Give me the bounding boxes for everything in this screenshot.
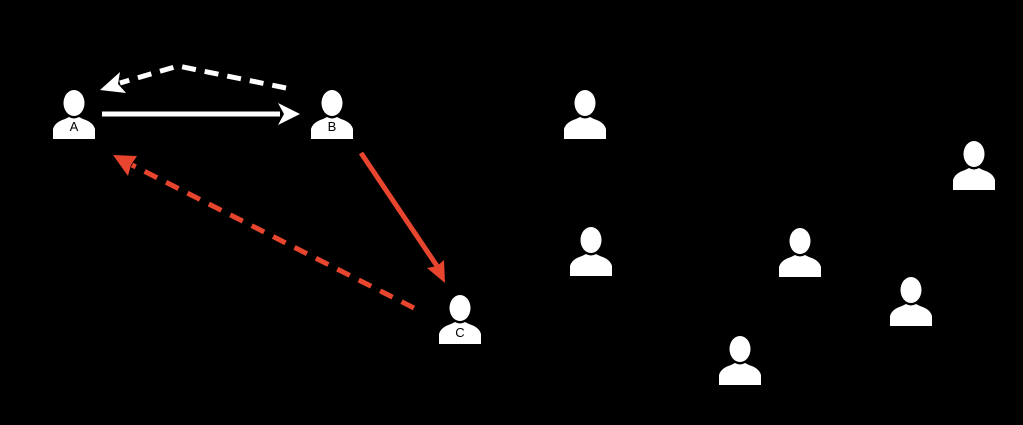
arrow-b-to-c-head [427, 260, 445, 283]
person-icon [779, 228, 821, 277]
arrow-b-to-a-head [100, 72, 126, 93]
connections [100, 63, 445, 311]
person-b-label: B [328, 119, 337, 134]
person-icon [564, 90, 606, 139]
arrow-c-to-a-head [113, 155, 137, 176]
person-a: A [53, 90, 95, 139]
arrow-c-to-a-dashed [130, 162, 416, 311]
person-icon [890, 277, 932, 326]
other-people [564, 90, 995, 385]
person-a-label: A [70, 119, 79, 134]
person-c-label: C [455, 325, 464, 340]
person-c: C [439, 295, 481, 344]
person-icon [953, 141, 995, 190]
arrow-a-to-b-head [278, 103, 300, 125]
person-icon [570, 227, 612, 276]
arrow-b-to-a-dashed [119, 63, 287, 91]
person-icon [719, 336, 761, 385]
arrow-b-to-c [358, 151, 440, 268]
person-b: B [311, 90, 353, 139]
